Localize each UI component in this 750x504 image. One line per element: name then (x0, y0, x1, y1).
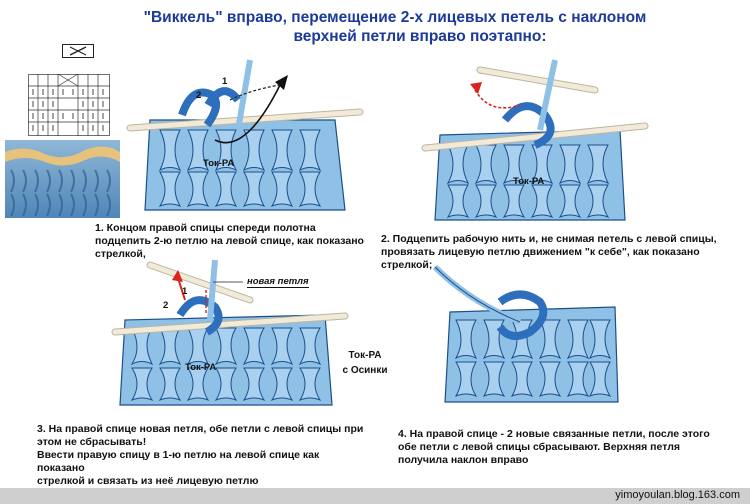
footer-url: yimoyoulan.blog.163.com (615, 489, 740, 501)
new-loop-label: новая петля (247, 276, 309, 288)
step-2-watermark: Ток-РА (513, 176, 545, 187)
step-1-caption-line: стрелкой, (95, 248, 146, 260)
step-2-caption-line: 2. Подцепить рабочую нить и, не снимая п… (381, 233, 717, 245)
step-2-caption: 2. Подцепить рабочую нить и, не снимая п… (381, 233, 721, 272)
step-4-caption-line: 4. На правой спице - 2 новые связанные п… (398, 428, 710, 440)
step-1-caption-line: подцепить 2-ю петлю на левой спице, как … (95, 235, 364, 247)
loop-number-1: 1 (222, 76, 228, 87)
loop-number-2: 2 (196, 90, 202, 101)
step-1-caption: 1. Концом правой спицы спереди полотна п… (95, 222, 395, 261)
step-4-illustration (432, 264, 619, 403)
loop-number-2: 2 (163, 300, 169, 311)
step-1-illustration (126, 59, 364, 211)
title-line-2: верхней петли вправо поэтапно: (293, 28, 547, 45)
credit-source: с Осинки (342, 365, 388, 376)
step-3-caption-line: стрелкой и связать из неё лицевую петлю (37, 475, 259, 487)
page-title: "Виккель" вправо, перемещение 2-х лицевы… (0, 8, 750, 46)
knitting-chart-grid (28, 73, 110, 136)
chart-symbol-icon (62, 44, 94, 58)
step-1-caption-line: 1. Концом правой спицы спереди полотна (95, 222, 316, 234)
step-3-caption: 3. На правой спице новая петля, обе петл… (37, 423, 367, 488)
footer-bar: yimoyoulan.blog.163.com (0, 488, 750, 504)
credit-author: Ток-РА (348, 350, 382, 361)
step-2-caption-line: провязать лицевую петлю движением "к себ… (381, 246, 700, 258)
step-3-illustration (111, 259, 349, 406)
knitted-fabric-photo (5, 140, 120, 218)
step-2-caption-line: стрелкой; (381, 259, 433, 271)
step-4-caption-line: обе петли с левой спицы сбрасывают. Верх… (398, 441, 681, 453)
title-line-1: "Виккель" вправо, перемещение 2-х лицевы… (143, 9, 647, 26)
credit: Ток-РА с Осинки (335, 350, 395, 376)
step-1-watermark: Ток-РА (203, 158, 235, 169)
step-3-caption-line: 3. На правой спице новая петля, обе петл… (37, 423, 364, 435)
step-4-caption-line: получила наклон вправо (398, 454, 529, 466)
loop-number-1: 1 (182, 286, 188, 297)
step-4-caption: 4. На правой спице - 2 новые связанные п… (398, 428, 718, 467)
step-3-watermark: Ток-РА (185, 362, 217, 373)
step-3-caption-line: Ввести правую спицу в 1-ю петлю на левой… (37, 449, 320, 474)
step-2-illustration (421, 59, 649, 221)
step-3-caption-line: этом не сбрасывать! (37, 436, 147, 448)
